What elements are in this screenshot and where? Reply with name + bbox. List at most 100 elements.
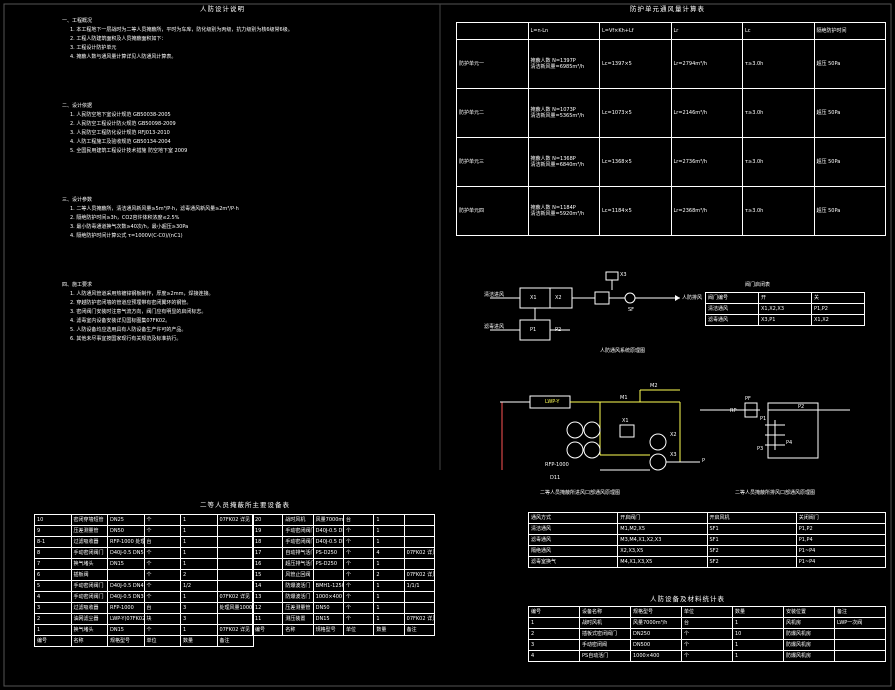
table-cell: 换气堵头 [70,624,108,636]
table-cell: 自动排气活门 [282,547,314,559]
table-cell: 2 [528,628,580,640]
table-cell: 个 [342,525,375,537]
table-header-cell: 单位 [681,606,733,618]
table-cell: Lc=1073×5 [599,88,672,138]
table-cell: 6 [34,569,72,581]
table-header-cell: 数量 [732,606,784,618]
table-cell [403,536,436,548]
outlet-label-p3: P3 [757,446,764,452]
table-cell: 个 [143,569,181,581]
table-header-cell: Lr [670,22,743,40]
table-cell: 名称 [70,635,108,647]
switch-table-title: 阀门启闭表 [745,282,771,288]
schematic-x3-label: X3 [620,272,627,278]
outlet-label-rp: RP [730,408,737,414]
inlet-label-lwp: LWP-Y [545,399,560,405]
notes-line: 1. 本工程地下一层战时为二等人员掩蔽所，平时为车库，防化级别为丙级，抗力级别为… [70,27,293,33]
table-cell: 防护单元二 [456,88,529,138]
inlet-label-rfp: RFP-1000 [545,462,569,468]
table-cell [834,650,886,662]
table-cell: 清洁通风 [527,523,619,535]
table-cell: 手动密闭阀门 [282,525,314,537]
table-cell: 块 [143,613,181,625]
table-cell: 个 [143,514,181,526]
table-cell: 4 [34,591,72,603]
table-cell: τ≥3.0h [742,39,815,89]
table-cell: 清洁通风 [705,303,759,315]
table-cell: 个 [342,580,375,592]
table-cell: 个 [342,613,375,625]
table-cell: 1 [373,602,405,614]
notes-line: 4. 掩蔽人数与通风量计算详见人防通风计算表。 [70,54,177,60]
table-cell: τ≥3.0h [742,88,815,138]
table-cell: Lr=2736m³/h [670,137,743,187]
table-cell: 3 [180,602,218,614]
table-cell: 1/2 [180,580,218,592]
table-cell: 17 [251,547,284,559]
table-cell: 超压排气活门 [282,558,314,570]
table-header-cell: 规格型号 [630,606,682,618]
table-cell [312,569,344,581]
outlet-label-p2: P2 [798,404,805,410]
table-cell: 名称 [282,624,314,636]
table-cell: Lc=1397×5 [599,39,672,89]
table-cell: 防护单元一 [456,39,529,89]
calc-title: 防护单元通风量计算表 [630,5,705,13]
table-header-cell: 阀门编号 [705,292,759,304]
table-cell: Lc=1184×5 [599,186,672,236]
table-cell: 07FK02 详见 [403,613,436,625]
table-cell: 规格型号 [107,635,145,647]
outlet-diagram [700,402,850,459]
table-cell [216,558,254,570]
table-cell: Lr=2368m³/h [670,186,743,236]
table-cell: X1,X2 [811,314,865,326]
table-cell: 换气堵头 [70,558,108,570]
table-cell: 掩蔽人数 N=1073P 清洁新风量=5365m³/h [527,88,600,138]
table-cell: 隔绝通风 [527,545,619,557]
table-cell: 07FK02 详见 [216,591,254,603]
table-cell: 1 [180,514,218,526]
table-header-cell: 备注 [834,606,886,618]
table-cell: D40J-0.5 DN400 [107,580,145,592]
notes-line: 4. 滤毒室内设备安装详见国标图集07FK02。 [70,318,171,324]
table-cell: 4 [373,547,405,559]
notes-line: 3. 工程设计防护单元 [70,45,117,51]
table-header-cell: 开启风机 [706,512,797,524]
notes-heading: 四、施工要求 [62,282,93,288]
table-cell [834,628,886,640]
notes-title: 人防设计说明 [200,5,245,13]
table-cell [216,536,254,548]
table-cell: 个 [143,591,181,603]
table-cell: LWP-Y(07FK02 图集) [107,613,145,625]
table-cell [403,558,436,570]
table-cell: 防爆风机房 [783,639,835,651]
table-cell: 防护单元四 [456,186,529,236]
inlet-label-x3: X3 [670,452,677,458]
inlet-label-m2: M2 [650,383,658,389]
table-cell: SF1 [706,534,797,546]
table-cell: 超压 50Pa [813,137,886,187]
table-cell: 手动密闭阀门 [70,591,108,603]
table-cell: 台 [143,602,181,614]
table-cell: 防爆波活门 [282,580,314,592]
table-cell: 7 [34,558,72,570]
table-cell: 1 [373,525,405,537]
table-cell: 个 [342,602,375,614]
table-cell: DN500 [630,639,682,651]
table-cell: 掩蔽人数 N=1368P 清洁新风量=6840m³/h [527,137,600,187]
table-cell: 2 [180,569,218,581]
table-cell: 个 [681,639,733,651]
table-header-cell: 隔绝防护时间 [813,22,886,40]
table-cell: 风量7000m³/h [630,617,682,629]
